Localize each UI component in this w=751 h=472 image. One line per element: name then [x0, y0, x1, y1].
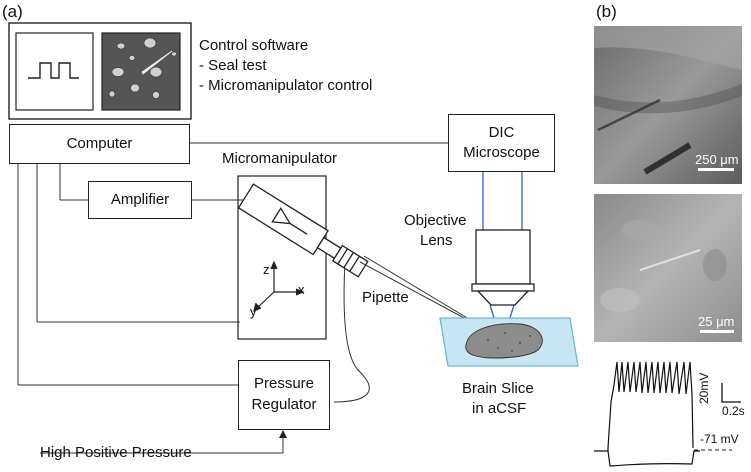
panel-b-label: (b)	[596, 2, 617, 21]
objective-label-line2: Lens	[420, 232, 453, 249]
computer-label: Computer	[66, 135, 133, 152]
time-scale-label: 0.2s	[722, 404, 745, 418]
connection-wires	[17, 142, 448, 454]
axes-icon	[253, 260, 305, 313]
pressure-regulator-box: Pressure Regulator	[238, 360, 330, 430]
software-monitor	[8, 22, 192, 120]
brain-slice-dish	[439, 317, 579, 367]
micromanipulator-frame	[237, 175, 327, 340]
headstage	[237, 183, 369, 278]
pressure-label-line2: Regulator	[251, 396, 317, 413]
pressure-arrow-icon	[279, 430, 287, 438]
pressure-label-line1: Pressure	[253, 375, 315, 392]
trace-spikes	[607, 361, 694, 449]
micrograph-slice	[594, 26, 742, 184]
amplifier-box: Amplifier	[88, 181, 192, 219]
high-pressure-label: High Positive Pressure	[40, 444, 192, 461]
axis-x-label: x	[298, 282, 305, 297]
dic-label-line2: Microscope	[463, 144, 540, 161]
top-scale-label: 250 μm	[695, 152, 739, 167]
seal-test-screen	[15, 32, 94, 111]
axis-y-label: y	[250, 304, 257, 319]
objective-lens	[471, 229, 535, 306]
baseline-voltage-label: -71 mV	[700, 432, 739, 446]
pipette-tip-icon	[141, 50, 173, 75]
panel-a-label: (a)	[2, 2, 23, 21]
dic-microscope-box: DIC Microscope	[448, 114, 555, 172]
trace-scale-bar	[721, 383, 741, 403]
software-item-seal-test: - Seal test	[199, 57, 267, 74]
software-title: Control software	[199, 37, 309, 54]
square-pulse-icon	[28, 62, 79, 79]
brain-tissue	[465, 323, 543, 359]
trace-hyperpolarized	[607, 450, 700, 467]
dic-label-line1: DIC	[488, 124, 515, 141]
micromanipulator-label: Micromanipulator	[222, 150, 338, 167]
voltage-trace	[594, 361, 700, 467]
objective-label-line1: Objective	[404, 212, 467, 229]
amplifier-label: Amplifier	[110, 191, 170, 208]
computer-box: Computer	[9, 124, 190, 164]
software-item-manipulator: - Micromanipulator control	[199, 77, 373, 94]
cells-icon	[108, 37, 177, 99]
axis-z-label: z	[263, 262, 270, 277]
middle-scale-label: 25 μm	[698, 314, 735, 329]
voltage-scale-label: 20mV	[697, 372, 711, 404]
brain-slice-label-line1: Brain Slice	[462, 380, 534, 397]
pipette-label: Pipette	[362, 289, 409, 306]
trace-baseline	[594, 448, 609, 452]
micrograph-cell	[594, 194, 742, 342]
brain-slice-label-line2: in aCSF	[472, 400, 527, 417]
